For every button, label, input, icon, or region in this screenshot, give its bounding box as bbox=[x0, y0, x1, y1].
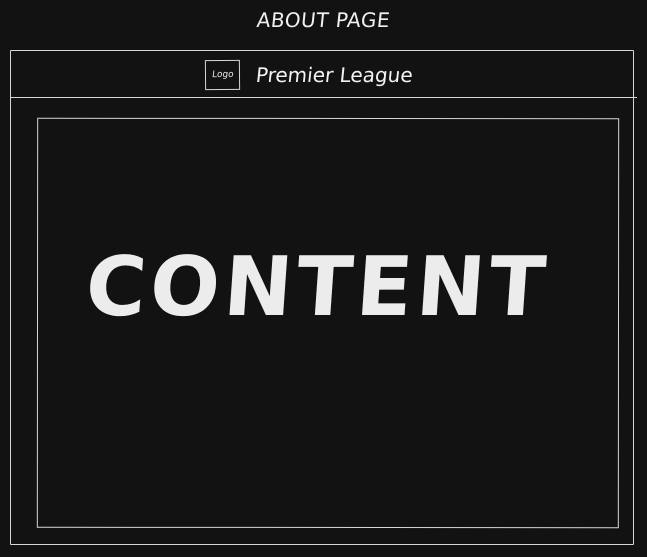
browser-frame bbox=[10, 50, 634, 545]
site-title[interactable]: Premier League bbox=[254, 63, 415, 87]
logo-label: Logo bbox=[211, 69, 234, 81]
page-title: ABOUT PAGE bbox=[255, 8, 392, 32]
logo-placeholder[interactable]: Logo bbox=[204, 59, 241, 91]
content-placeholder: CONTENT bbox=[82, 240, 553, 335]
header-bar bbox=[10, 50, 637, 98]
